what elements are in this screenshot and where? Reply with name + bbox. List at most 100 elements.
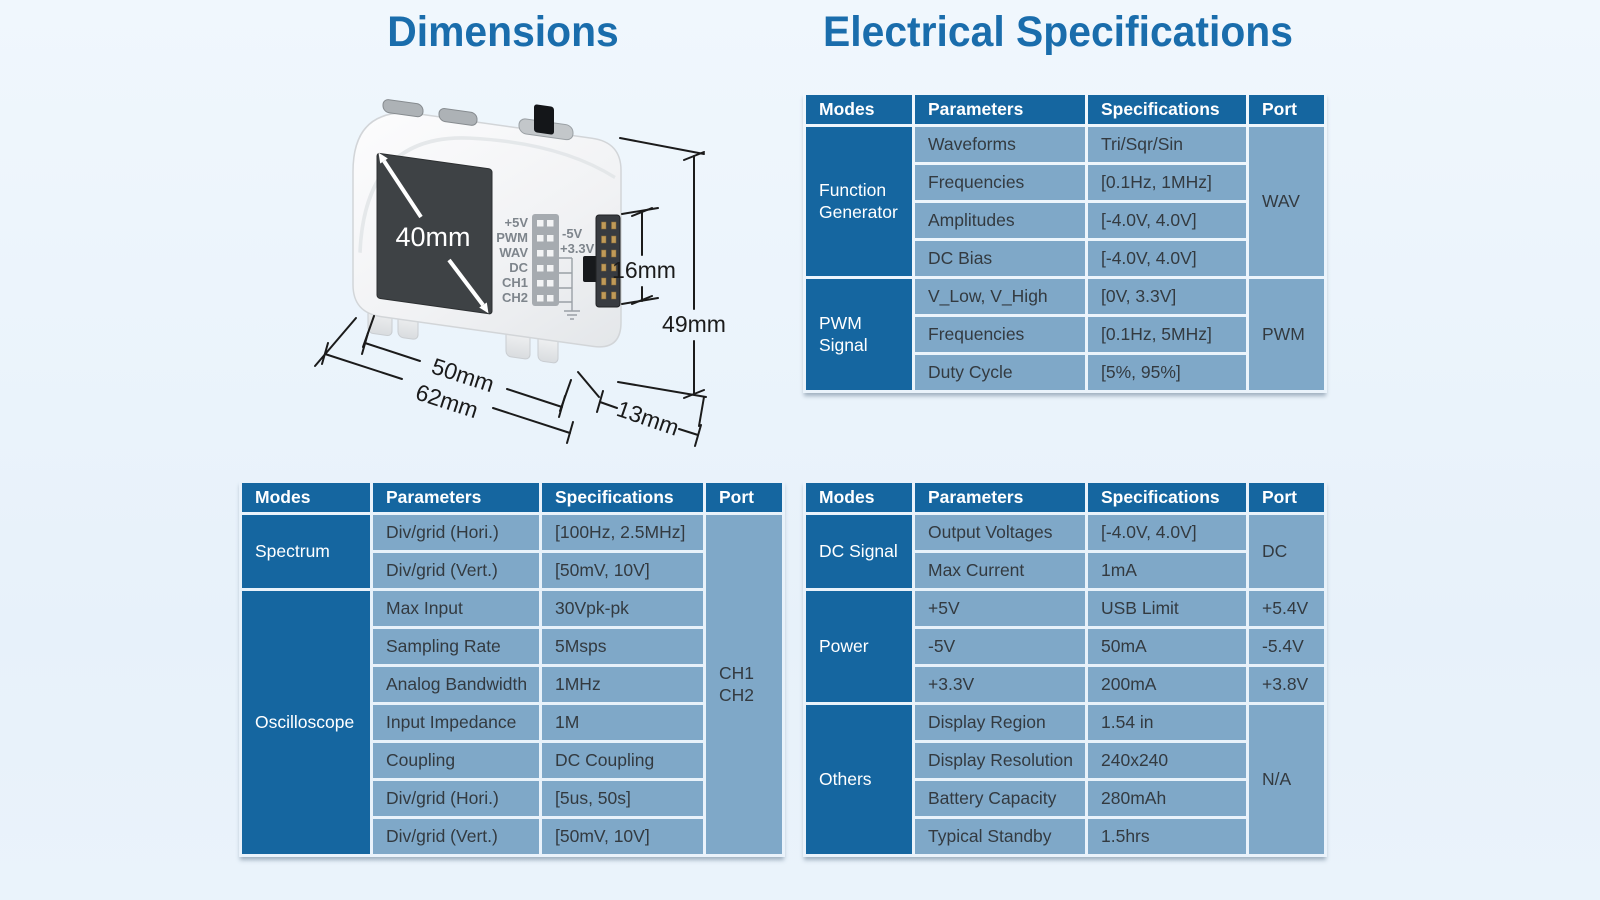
param-cell: V_Low, V_High — [915, 279, 1085, 314]
table-row: Duty Cycle[5%, 95%] — [806, 355, 1324, 390]
power-switch-knob — [534, 104, 554, 135]
spec-cell: 1.5hrs — [1088, 819, 1246, 854]
port-cell: PWM — [1249, 279, 1324, 390]
param-cell: Display Resolution — [915, 743, 1085, 778]
param-cell: Coupling — [373, 743, 539, 778]
spec-cell: 1mA — [1088, 553, 1246, 588]
port-cell: -5.4V — [1249, 629, 1324, 664]
spec-cell: [5%, 95%] — [1088, 355, 1246, 390]
table-row: Div/grid (Vert.)[50mV, 10V] — [242, 553, 782, 588]
mode-cell: Spectrum — [242, 515, 370, 588]
spec-cell: [-4.0V, 4.0V] — [1088, 241, 1246, 276]
param-cell: Sampling Rate — [373, 629, 539, 664]
connector-pins — [601, 221, 617, 300]
column-header: Parameters — [915, 95, 1085, 124]
port-cell: CH1 CH2 — [706, 515, 782, 854]
param-cell: Battery Capacity — [915, 781, 1085, 816]
ground-symbol-icon — [559, 257, 580, 320]
mode-cell: PWM Signal — [806, 279, 912, 390]
arrow-up-icon — [378, 152, 388, 164]
spec-cell: 200mA — [1088, 667, 1246, 702]
column-header: Modes — [242, 483, 370, 512]
spec-cell: DC Coupling — [542, 743, 703, 778]
param-cell: Div/grid (Hori.) — [373, 515, 539, 550]
column-header: Modes — [806, 483, 912, 512]
spec-cell: 240x240 — [1088, 743, 1246, 778]
spec-cell: 5Msps — [542, 629, 703, 664]
spec-cell: [0.1Hz, 5MHz] — [1088, 317, 1246, 352]
param-cell: Waveforms — [915, 127, 1085, 162]
column-header: Port — [1249, 483, 1324, 512]
side-connector — [583, 214, 621, 308]
top-slot — [438, 108, 478, 126]
param-cell: Frequencies — [915, 317, 1085, 352]
dimension-depth: 13mm — [577, 371, 705, 447]
port-cell: +3.8V — [1249, 667, 1324, 702]
mode-cell: DC Signal — [806, 515, 912, 588]
param-cell: Display Region — [915, 705, 1085, 740]
column-header: Parameters — [373, 483, 539, 512]
param-cell: Div/grid (Hori.) — [373, 781, 539, 816]
port-cell: DC — [1249, 515, 1324, 588]
screen-size-label: 40mm — [395, 222, 470, 252]
param-cell: Analog Bandwidth — [373, 667, 539, 702]
param-cell: +3.3V — [915, 667, 1085, 702]
pin-label: +3.3V — [560, 241, 595, 256]
column-header: Modes — [806, 95, 912, 124]
column-header: Parameters — [915, 483, 1085, 512]
dimension-connector-height: 16mm — [612, 207, 676, 305]
dim-label-13mm: 13mm — [614, 395, 683, 440]
pin-label: CH2 — [502, 290, 528, 305]
param-cell: Div/grid (Vert.) — [373, 819, 539, 854]
param-cell: DC Bias — [915, 241, 1085, 276]
device-drawing: 40mm +5V PWM WAV DC CH1 CH2 - — [314, 99, 726, 447]
spec-cell: 1.54 in — [1088, 705, 1246, 740]
mode-cell: Oscilloscope — [242, 591, 370, 854]
param-cell: Output Voltages — [915, 515, 1085, 550]
table-row: Frequencies[0.1Hz, 5MHz] — [806, 317, 1324, 352]
mode-cell: Function Generator — [806, 127, 912, 276]
spec-cell: USB Limit — [1088, 591, 1246, 626]
param-cell: Max Current — [915, 553, 1085, 588]
column-header: Port — [706, 483, 782, 512]
port-cell: WAV — [1249, 127, 1324, 276]
pin-label: +5V — [505, 215, 529, 230]
arrow-down-icon — [479, 302, 489, 314]
spec-cell: 280mAh — [1088, 781, 1246, 816]
pin-holes — [537, 220, 554, 302]
spec-cell: [50mV, 10V] — [542, 819, 703, 854]
dimension-total-height: 49mm — [617, 137, 726, 399]
dimensions-title: Dimensions — [387, 8, 619, 56]
spec-cell: [0.1Hz, 1MHz] — [1088, 165, 1246, 200]
spec-cell: 1M — [542, 705, 703, 740]
pin-label: PWM — [496, 230, 528, 245]
spec-cell: [-4.0V, 4.0V] — [1088, 203, 1246, 238]
column-header: Port — [1249, 95, 1324, 124]
pin-label: CH1 — [502, 275, 528, 290]
port-cell: N/A — [1249, 705, 1324, 854]
spec-cell: 1MHz — [542, 667, 703, 702]
device-dimension-diagram: 40mm +5V PWM WAV DC CH1 CH2 - — [270, 75, 730, 465]
port-cell: +5.4V — [1249, 591, 1324, 626]
param-cell: Typical Standby — [915, 819, 1085, 854]
pin-label: -5V — [562, 226, 583, 241]
mode-cell: Others — [806, 705, 912, 854]
mode-cell: Power — [806, 591, 912, 702]
pin-grid — [532, 214, 559, 306]
